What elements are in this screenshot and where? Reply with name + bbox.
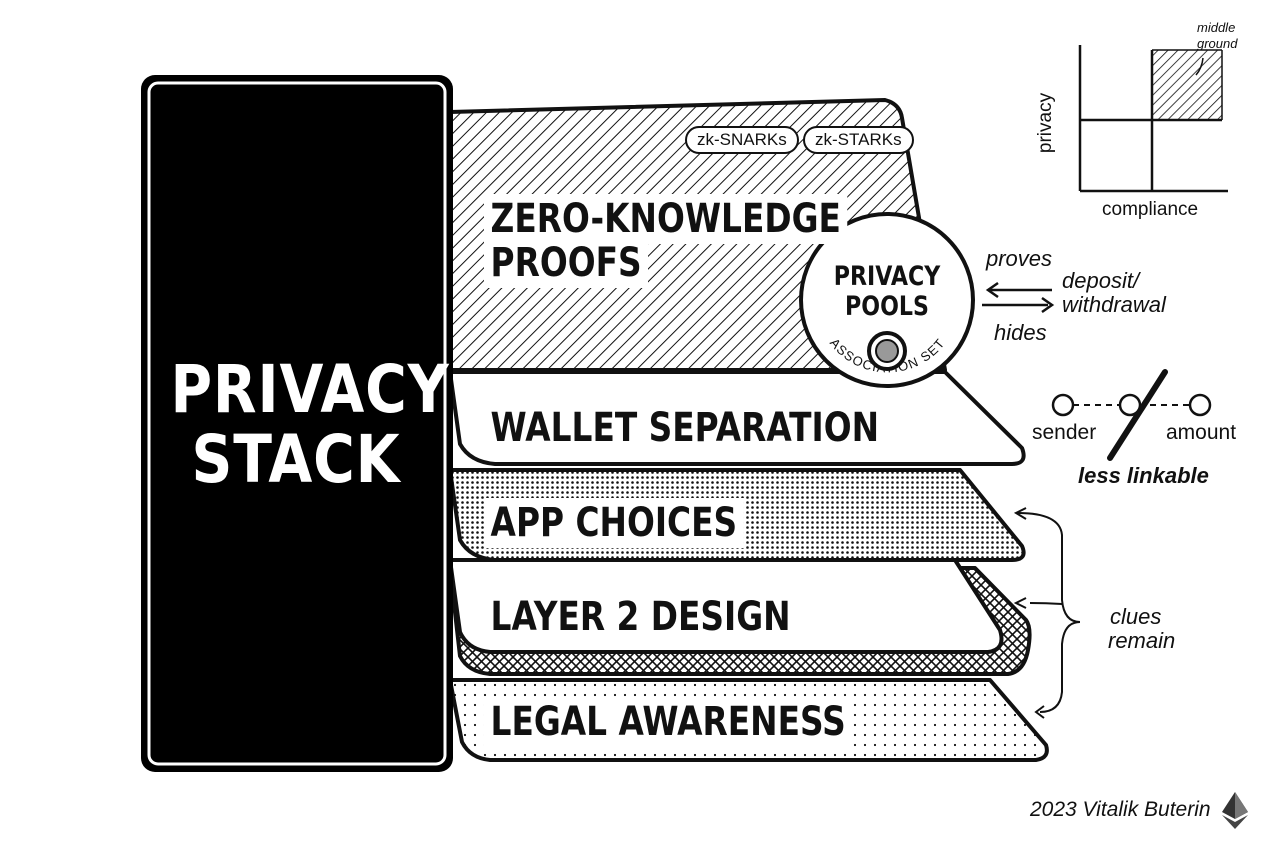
pillar-inner-border (147, 81, 447, 766)
layer-l2-design (448, 558, 1004, 654)
footer-credit: 2023 Vitalik Buterin (1030, 798, 1211, 821)
quadrant-x-label: compliance (1102, 199, 1199, 220)
label-zero-knowledge-line2: PROOFS (484, 238, 649, 288)
note-proves: proves (986, 246, 1053, 271)
clues-bracket (1013, 507, 1081, 719)
label-app-choices: APP CHOICES (484, 498, 744, 548)
ethereum-logo-icon (1222, 792, 1248, 829)
label-legal-awareness: LEGAL AWARENESS (484, 697, 853, 747)
proves-hides-arrows (982, 281, 1055, 314)
label-sender: sender (1032, 421, 1097, 444)
note-withdrawal: withdrawal (1062, 292, 1166, 317)
label-layer-2-design: LAYER 2 DESIGN (490, 594, 791, 640)
note-hides: hides (994, 320, 1047, 345)
label-wallet-separation: WALLET SEPARATION (490, 405, 880, 451)
privacy-pools-circle (799, 212, 975, 388)
quadrant-chart (1078, 45, 1228, 193)
label-amount: amount (1166, 421, 1237, 444)
label-less-linkable: less linkable (1078, 463, 1209, 488)
tag-zk-snarks: zk-SNARKs (685, 126, 799, 154)
pillar-title: PRIVACY STACK (170, 351, 450, 498)
note-remain: remain (1108, 628, 1176, 653)
quadrant-corner-line2: ground (1197, 36, 1238, 51)
linkability-graphic (1051, 369, 1212, 461)
note-deposit: deposit/ (1062, 268, 1140, 293)
quadrant-corner-line1: middle (1197, 20, 1236, 35)
layer-wallet-separation (448, 370, 1026, 466)
note-clues: clues (1110, 604, 1162, 629)
pillar-outer (141, 75, 453, 772)
privacy-pools-title: PRIVACY POOLS (833, 261, 941, 322)
tag-zk-starks: zk-STARKs (803, 126, 914, 154)
label-zero-knowledge-line1: ZERO-KNOWLEDGE (484, 194, 848, 244)
quadrant-y-label: privacy (1035, 92, 1057, 154)
